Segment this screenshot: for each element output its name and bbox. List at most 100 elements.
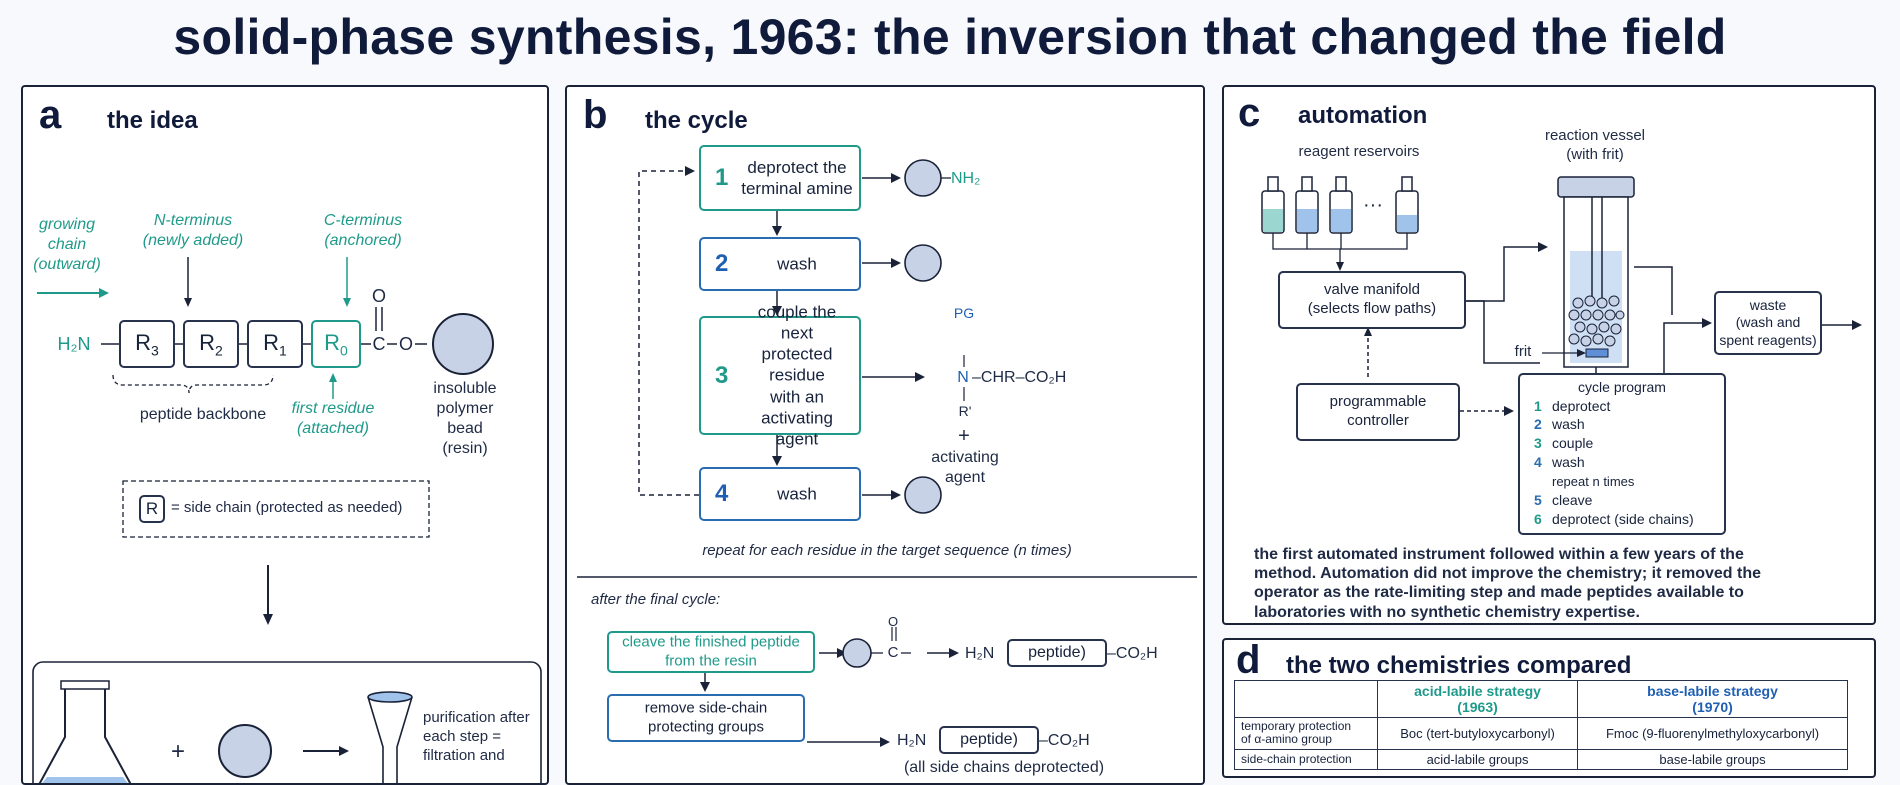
residue-r1: R1 (247, 320, 303, 368)
purification-label: purification after each step = filtratio… (423, 709, 530, 764)
activating-agent-label: activating agent (931, 449, 999, 486)
step-1-box: 1 deprotect the terminal amine (699, 145, 861, 211)
program-item: 1 deprotect (1534, 397, 1710, 416)
reservoir-dots: ··· (1363, 194, 1383, 216)
step-2-num: 2 (715, 250, 729, 277)
step-2-label: wash (777, 254, 817, 274)
bead-label: insoluble polymer bead (resin) (433, 380, 497, 457)
step-3-label: couple the next protected residue with a… (757, 302, 837, 449)
program-item: 2 wash (1534, 415, 1710, 434)
program-item: 4 wash (1534, 453, 1710, 472)
panel-b-heading: the cycle (645, 107, 748, 134)
panel-c: c automation (1222, 85, 1876, 625)
h2n-label: H₂N (57, 334, 91, 354)
repeat-caption: repeat for each residue in the target se… (702, 542, 1072, 559)
header-base: base-labile strategy (1970) (1577, 679, 1848, 719)
automation-caption: the first automated instrument followed … (1254, 546, 1762, 621)
step-3-box: 3 couple the next protected residue with… (699, 302, 861, 449)
cycle-diagram (577, 159, 1197, 747)
header-empty (1234, 679, 1378, 719)
program-item-num: 4 (1534, 454, 1542, 471)
carbon-c-b: C (887, 644, 899, 661)
step-3-num: 3 (715, 361, 729, 389)
carbonyl-o: O (371, 286, 386, 306)
residue-r0: R0 (311, 320, 361, 368)
legend-text: = side chain (protected as needed) (171, 499, 403, 516)
backbone-label: peptide backbone (139, 406, 267, 423)
panel-d-heading: the two chemistries compared (1286, 652, 1632, 679)
chr-label: –CHR–CO₂H (972, 369, 1067, 386)
program-item-num: 3 (1534, 435, 1542, 452)
program-item: 6 deprotect (side chains) (1534, 510, 1710, 529)
all-deprotected-label: (all side chains deprotected) (903, 759, 1105, 776)
n-terminus-label: N-terminus (newly added) (142, 212, 244, 249)
reservoirs-label: reagent reservoirs (1298, 143, 1420, 160)
cell-acid: Boc (tert-butyloxycarbonyl) (1376, 717, 1579, 750)
after-caption: after the final cycle: (591, 591, 721, 608)
residue-r3: R3 (119, 320, 175, 368)
residue-r2: R2 (183, 320, 239, 368)
row-label: temporary protection of α-amino group (1234, 717, 1378, 750)
program-item-text: repeat n times (1552, 474, 1635, 490)
rprime-label: R' (958, 403, 972, 419)
program-item-num: 6 (1534, 510, 1542, 527)
carbon-c: C (372, 334, 386, 354)
plus-sign: + (170, 738, 185, 765)
panel-d: d the two chemistries compared acid-labi… (1222, 638, 1876, 778)
step-4-num: 4 (715, 480, 729, 507)
ester-o: O (398, 334, 413, 354)
cell-acid: acid-labile groups (1376, 748, 1579, 770)
step-4-box: 4 wash (699, 467, 861, 521)
vessel-label: reaction vessel (with frit) (1544, 127, 1646, 163)
step-4-label: wash (777, 484, 817, 504)
valve-manifold: valve manifold (selects flow paths) (1278, 271, 1466, 329)
panel-a: a the idea growing chain (outward) N-ter… (21, 85, 549, 785)
program-item-text: wash (1552, 416, 1585, 433)
page-title: solid-phase synthesis, 1963: the inversi… (173, 9, 1727, 65)
legend-r-box: R (139, 495, 165, 523)
nh2-label: NH₂ (951, 170, 981, 187)
program-item-text: deprotect (side chains) (1552, 510, 1694, 527)
step-1-label: deprotect the terminal amine (741, 157, 853, 198)
peptide-box-1: peptide) (1007, 639, 1107, 667)
cleave-box: cleave the finished peptide from the res… (607, 631, 815, 673)
program-item-num: 1 (1534, 397, 1542, 414)
resin-bead (432, 313, 494, 375)
co2h-b1: –CO₂H (1107, 645, 1158, 662)
program-item-num: 2 (1534, 416, 1542, 433)
panel-b: b the cycle (565, 85, 1205, 785)
frit-label: frit (1514, 343, 1532, 360)
peptide-box-2: peptide) (939, 726, 1039, 754)
waste-box: waste (wash and spent reagents) (1714, 291, 1822, 355)
h2n-b2: H₂N (897, 732, 927, 749)
table-row: temporary protection of α-amino group Bo… (1234, 717, 1848, 750)
program-item-text: wash (1552, 454, 1585, 471)
cell-base: Fmoc (9-fluorenylmethyloxycarbonyl) (1577, 717, 1848, 750)
panel-a-letter: a (39, 93, 62, 137)
table-header-row: acid-labile strategy (1963) base-labile … (1234, 679, 1848, 719)
table-row: side-chain protection acid-labile groups… (1234, 748, 1848, 770)
c-terminus-label: C-terminus (anchored) (323, 212, 403, 249)
controller-box: programmable controller (1296, 383, 1460, 441)
program-item-num: 5 (1534, 491, 1542, 508)
cleave-label: cleave the finished peptide from the res… (622, 633, 800, 669)
program-item: repeat n times (1534, 472, 1710, 491)
comparison-table: acid-labile strategy (1963) base-labile … (1234, 679, 1848, 770)
h2n-b1: H₂N (965, 645, 995, 662)
automation-diagram (1261, 176, 1862, 416)
growing-chain-label: growing chain (outward) (33, 216, 101, 273)
panel-c-letter: c (1238, 91, 1261, 135)
row-label: side-chain protection (1234, 748, 1378, 770)
remove-label: remove side-chain protecting groups (644, 699, 768, 735)
program-item-text: deprotect (1552, 397, 1611, 414)
program-item-text: cleave (1552, 491, 1593, 508)
resin-bead-lower (218, 724, 272, 778)
pg-label: PG (953, 305, 975, 321)
step-2-box: 2 wash (699, 237, 861, 291)
panel-a-heading: the idea (107, 107, 198, 134)
remove-box: remove side-chain protecting groups (607, 694, 805, 742)
panel-d-letter: d (1236, 638, 1261, 682)
